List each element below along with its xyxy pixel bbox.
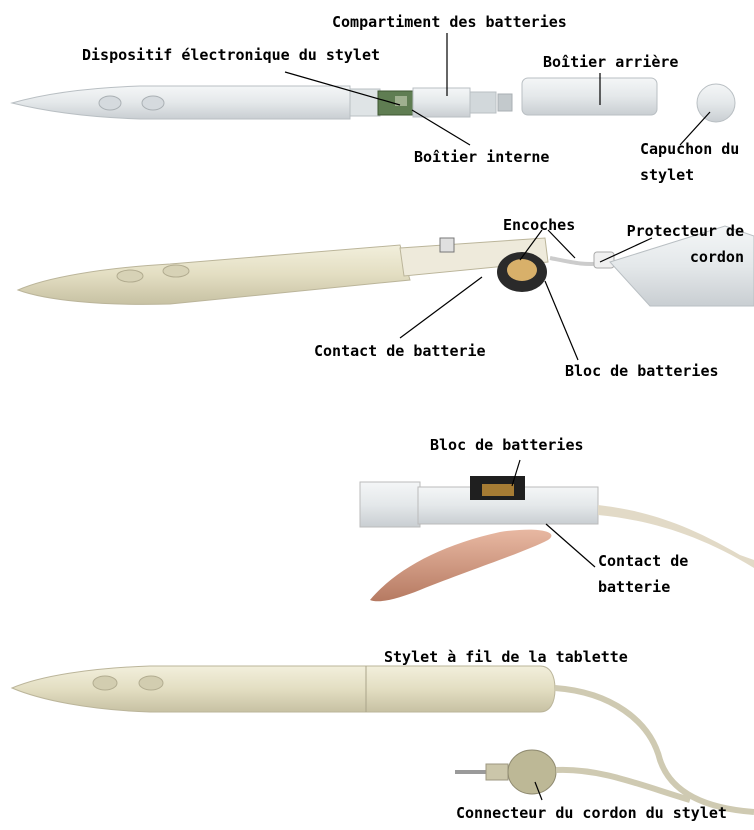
- label-stylus-cord-connector: Connecteur du cordon du stylet: [456, 806, 727, 821]
- label-inner-housing: Boîtier interne: [414, 150, 549, 165]
- label-tethered-stylus: Stylet à fil de la tablette: [384, 650, 628, 665]
- stylus-exploded-view: [12, 78, 735, 122]
- label-battery-pack-2: Bloc de batteries: [430, 438, 584, 453]
- label-notches: Encoches: [503, 218, 575, 233]
- label-stylus-electronics: Dispositif électronique du stylet: [82, 48, 380, 63]
- label-cord-protector: Protecteur de cordon: [604, 218, 744, 271]
- label-stylus-cap: Capuchon du stylet: [640, 136, 754, 189]
- label-battery-pack-1: Bloc de batteries: [565, 364, 719, 379]
- label-rear-housing: Boîtier arrière: [543, 55, 678, 70]
- label-battery-contact-2: Contact de batterie: [598, 548, 708, 601]
- label-battery-compartment: Compartiment des batteries: [332, 15, 567, 30]
- tethered-stylus-view: [12, 666, 754, 812]
- label-battery-contact-1: Contact de batterie: [314, 344, 486, 359]
